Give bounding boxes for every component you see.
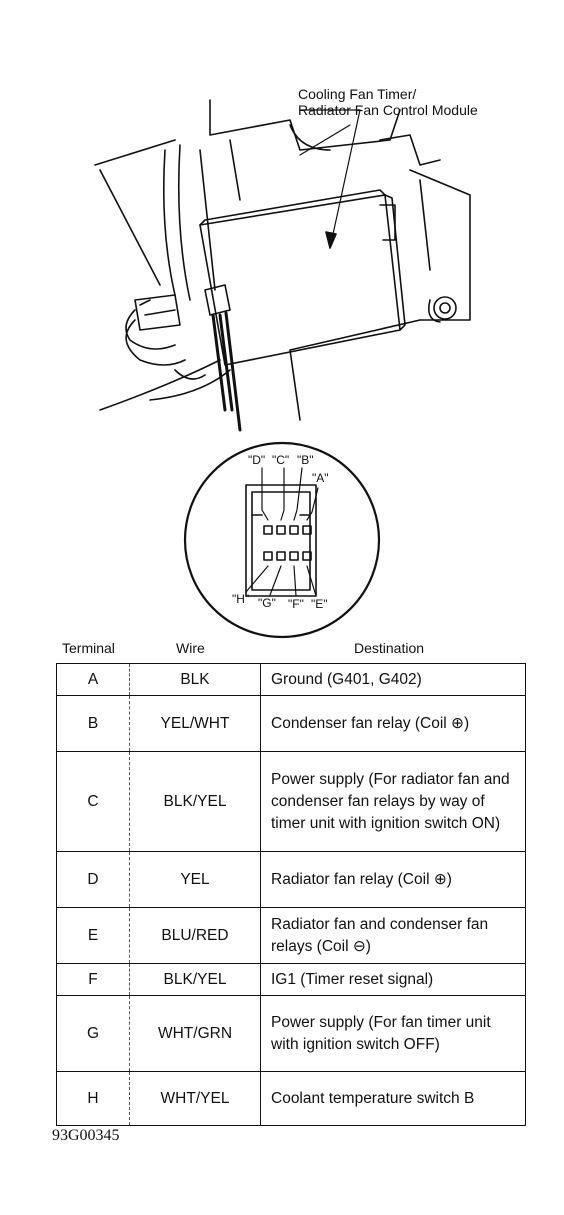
pin-label-f: "F": [288, 597, 304, 611]
table-row: D YEL Radiator fan relay (Coil ⊕): [56, 851, 526, 908]
pin-label-d: "D": [248, 453, 266, 467]
table-row: A BLK Ground (G401, G402): [56, 663, 526, 696]
callout-line2: Radiator Fan Control Module: [298, 102, 478, 118]
destination-cell: Radiator fan and condenser fan relays (C…: [260, 907, 526, 964]
pin-label-g: "G": [258, 596, 276, 610]
destination-cell: Power supply (For fan timer unit with ig…: [260, 995, 526, 1072]
header-terminal: Terminal: [62, 640, 115, 656]
table-row: H WHT/YEL Coolant temperature switch B: [56, 1071, 526, 1126]
terminal-cell: D: [56, 851, 130, 908]
pin-label-h: "H": [232, 592, 250, 606]
table-row: G WHT/GRN Power supply (For fan timer un…: [56, 995, 526, 1072]
wire-cell: BLK: [129, 663, 261, 696]
terminal-cell: B: [56, 695, 130, 752]
pin-label-a: "A": [312, 471, 329, 485]
destination-cell: IG1 (Timer reset signal): [260, 963, 526, 996]
table-row: B YEL/WHT Condenser fan relay (Coil ⊕): [56, 695, 526, 752]
terminal-cell: E: [56, 907, 130, 964]
table-row: C BLK/YEL Power supply (For radiator fan…: [56, 751, 526, 852]
terminal-cell: H: [56, 1071, 130, 1126]
wire-cell: BLK/YEL: [129, 963, 261, 996]
pin-label-c: "C": [272, 453, 290, 467]
wire-cell: YEL: [129, 851, 261, 908]
wire-cell: BLK/YEL: [129, 751, 261, 852]
destination-cell: Ground (G401, G402): [260, 663, 526, 696]
wire-cell: WHT/YEL: [129, 1071, 261, 1126]
terminal-cell: A: [56, 663, 130, 696]
module-callout: Cooling Fan Timer/ Radiator Fan Control …: [298, 86, 478, 118]
table-row: E BLU/RED Radiator fan and condenser fan…: [56, 907, 526, 964]
terminal-cell: C: [56, 751, 130, 852]
wire-cell: YEL/WHT: [129, 695, 261, 752]
wire-cell: WHT/GRN: [129, 995, 261, 1072]
pin-label-b: "B": [297, 453, 314, 467]
header-wire: Wire: [176, 640, 205, 656]
destination-cell: Coolant temperature switch B: [260, 1071, 526, 1126]
module-illustration: [94, 99, 471, 639]
callout-line1: Cooling Fan Timer/: [298, 86, 417, 102]
destination-cell: Power supply (For radiator fan and conde…: [260, 751, 526, 852]
terminal-cell: G: [56, 995, 130, 1072]
destination-cell: Condenser fan relay (Coil ⊕): [260, 695, 526, 752]
figure-id: 93G00345: [52, 1127, 120, 1144]
destination-cell: Radiator fan relay (Coil ⊕): [260, 851, 526, 908]
header-destination: Destination: [354, 640, 425, 656]
wire-cell: BLU/RED: [129, 907, 261, 964]
pin-label-e: "E": [311, 597, 328, 611]
wiring-table: A BLK Ground (G401, G402) B YEL/WHT Cond…: [56, 663, 526, 1126]
terminal-cell: F: [56, 963, 130, 996]
table-row: F BLK/YEL IG1 (Timer reset signal): [56, 963, 526, 996]
